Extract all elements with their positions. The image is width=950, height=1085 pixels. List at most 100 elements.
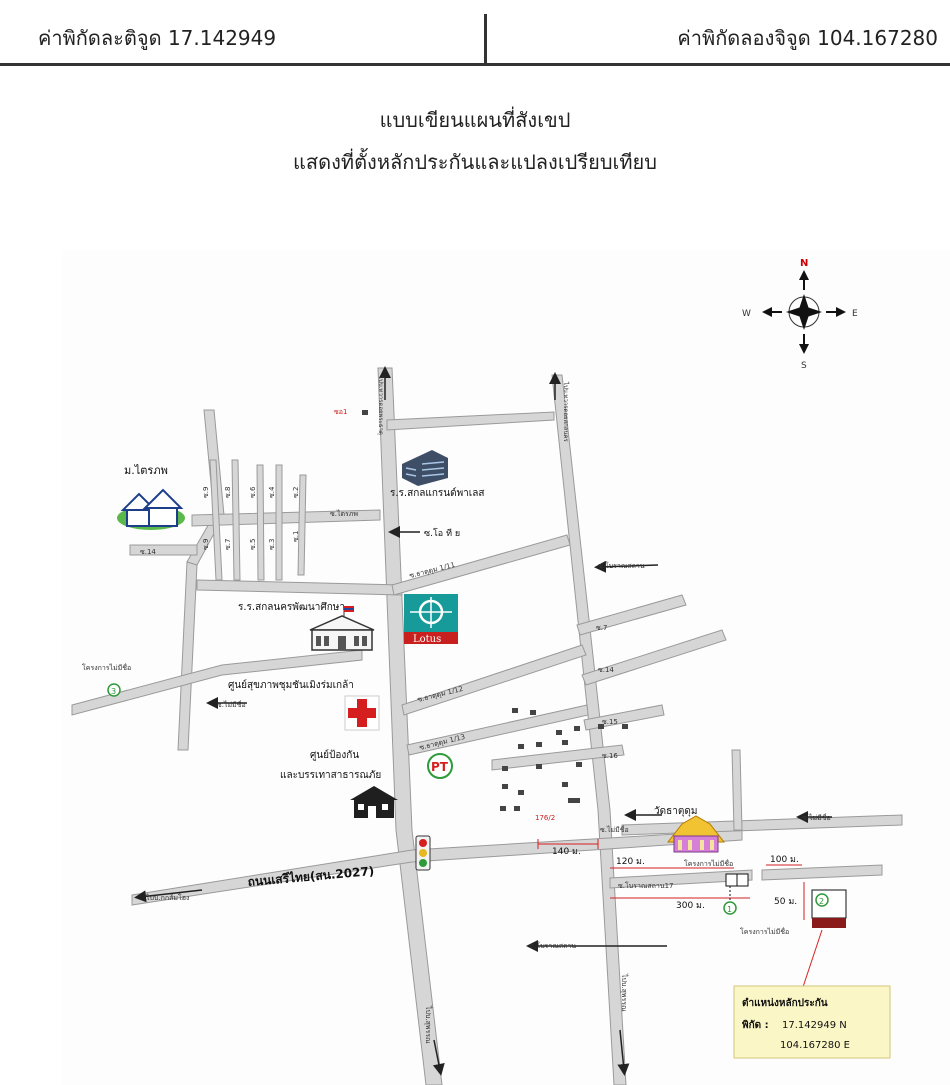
village-house-icon	[117, 488, 185, 530]
road-sois-left-3	[256, 464, 265, 581]
vertical-top-label-2: ไปบ.ทวารดอยสกลนคร	[562, 381, 570, 443]
header-rule	[0, 63, 950, 66]
left-soi-labels: ซ.9 ซ.8 ซ.6 ซ.4 ซ.2 ซ.9 ซ.7 ซ.5 ซ.3 ซ.1	[202, 486, 300, 550]
distance-lines	[537, 839, 823, 991]
road-sois-left-5	[297, 474, 307, 576]
disaster-center-label-1: ศูนย์ป้องกัน	[310, 749, 359, 761]
road-that-dum-113	[406, 704, 589, 756]
boran-sathan-top-label: ซ.โบราณสถาน	[598, 561, 645, 570]
to-kok-sadao-label: ไปบ.กกส้มโฮง	[145, 893, 189, 902]
marker-3-text: 3	[111, 687, 116, 696]
project-3-label: โครงการไม่มีชื่อ	[82, 663, 131, 672]
road-right-vertical	[551, 374, 627, 1085]
distance-50: 50 ม.	[774, 897, 797, 907]
map-title: แบบเขียนแผนที่สังเขป	[379, 108, 571, 132]
road-soi-14	[581, 629, 727, 686]
road-soi-14-left	[129, 544, 198, 556]
pt-station-icon: PT	[427, 753, 453, 779]
project-1-label: โครงการไม่มีชื่อ	[684, 859, 733, 868]
marker-3: 3	[107, 683, 121, 697]
info-box-title: ตำแหน่งหลักประกัน	[742, 997, 828, 1009]
road-seri-thai	[131, 829, 743, 906]
marker-1-text: 1	[727, 905, 732, 914]
road-sois-left-4	[275, 464, 283, 581]
no-name-2-label: ซ.ไม่มีชื่อ	[600, 825, 629, 834]
road-soi-15	[583, 704, 665, 731]
temple-icon	[666, 815, 726, 853]
road-sois-left-2	[231, 459, 241, 581]
no-name-1-label: ซ.ไม่มีชื่อ	[217, 700, 246, 709]
marker-2-collateral-plot: 2	[811, 889, 847, 928]
soi-tri-label: ซ.ไตรภพ	[330, 509, 358, 518]
road-soi-horiz-2	[196, 579, 403, 596]
distance-300: 300 ม.	[676, 901, 705, 911]
to-city-vertical-label-2: ไปบ.สุพรรณ	[620, 973, 629, 1012]
road-network	[71, 367, 903, 1085]
lotus-logo-icon: Lotus	[404, 594, 458, 645]
road-temple-east	[621, 814, 903, 836]
pt-logo-text: PT	[431, 760, 449, 774]
distance-140: 140 ม.	[552, 847, 581, 857]
collateral-info-box: ตำแหน่งหลักประกัน พิกัด : 17.142949 N 10…	[733, 985, 891, 1059]
road-right-branch	[731, 749, 743, 831]
small-houses	[362, 410, 628, 811]
road-boran-17	[609, 869, 753, 889]
soi-7-label: ซ.7	[596, 624, 607, 632]
road-that-dum-112	[401, 644, 587, 716]
compass-rose: N S E W	[742, 258, 858, 371]
school-grand-label: ร.ร.สกลแกรนด์พาเลส	[390, 487, 484, 499]
road-main-vertical	[377, 367, 443, 1085]
road-east-stub	[761, 864, 883, 881]
compass-e: E	[852, 309, 858, 319]
soi-oti-label: ซ.โอ ที ย	[424, 528, 460, 539]
soi-label: ซ.7	[224, 539, 232, 550]
distance-120: 120 ม.	[616, 857, 645, 867]
road-lower-left	[71, 649, 363, 716]
no-name-3-label: ซ.ไม่มีชื่อ	[802, 813, 831, 822]
boran-sathan-17-label: ซ.โบราณสถาน17	[618, 881, 674, 890]
vertical-top-label: ไปบ.ทวารดอยพระธาตุ	[377, 375, 385, 435]
road-sois-left-1	[209, 459, 223, 581]
info-box-coord-label: พิกัด :	[742, 1019, 769, 1031]
soi-label: ซ.9	[202, 487, 210, 498]
house-176-label: 176/2	[535, 814, 555, 822]
compass-n: N	[800, 258, 808, 269]
soi-label: ซ.1	[292, 531, 300, 542]
red-cross-icon	[344, 695, 380, 731]
road-left-down	[177, 561, 198, 751]
house-top-label: ซอ1	[334, 408, 347, 416]
health-center-label: ศูนย์สุขภาพชุมชันเมิงร่มเกล้า	[228, 679, 354, 691]
compass-s: S	[801, 361, 807, 371]
header-divider	[484, 14, 487, 64]
disaster-center-house-icon	[350, 786, 398, 818]
temple-label: วัดธาตุดุม	[654, 806, 697, 817]
road-top-right	[386, 411, 555, 431]
longitude-label: ค่าพิกัดลองจิจูด 104.167280	[677, 26, 938, 50]
soi-label: ซ.6	[249, 486, 257, 498]
road-soi-16	[491, 744, 625, 771]
soi-14-left-label: ซ.14	[140, 548, 156, 556]
traffic-light-icon	[415, 835, 431, 871]
to-city-vertical-label: ไปบ.สุพรรณ	[424, 1005, 433, 1044]
disaster-center-label-2: และบรรเทาสาธารณภัย	[280, 770, 381, 781]
road-soi-7	[576, 594, 687, 636]
soi-label: ซ.5	[249, 539, 257, 550]
header-bar: ค่าพิกัดละติจูด 17.142949 ค่าพิกัดลองจิจ…	[0, 0, 950, 66]
info-box-lat: 17.142949 N	[782, 1020, 847, 1031]
latitude-label: ค่าพิกัดละติจูด 17.142949	[38, 26, 277, 50]
boran-sathan-bottom-label: ถ.โบราณสถาน	[530, 941, 576, 950]
school-sakon-label: ร.ร.สกลนครพัฒนาศึกษา	[238, 601, 345, 613]
marker-2-text: 2	[819, 897, 824, 906]
soi-16-label: ซ.16	[602, 752, 618, 760]
soi-label: ซ.8	[224, 487, 232, 498]
soi-14-label: ซ.14	[598, 666, 614, 674]
village-label: ม.ไตรภพ	[124, 464, 168, 477]
soi-label: ซ.2	[292, 487, 300, 498]
soi-label: ซ.9	[202, 539, 210, 550]
lotus-logo-text: Lotus	[413, 634, 441, 645]
map-canvas: ซ.9 ซ.8 ซ.6 ซ.4 ซ.2 ซ.9 ซ.7 ซ.5 ซ.3 ซ.1 …	[71, 258, 903, 1085]
soi-label: ซ.4	[268, 486, 276, 498]
info-box-lon: 104.167280 E	[780, 1040, 850, 1051]
school-sakon-icon	[309, 606, 375, 651]
project-2-label: โครงการไม่มีชื่อ	[740, 927, 789, 936]
